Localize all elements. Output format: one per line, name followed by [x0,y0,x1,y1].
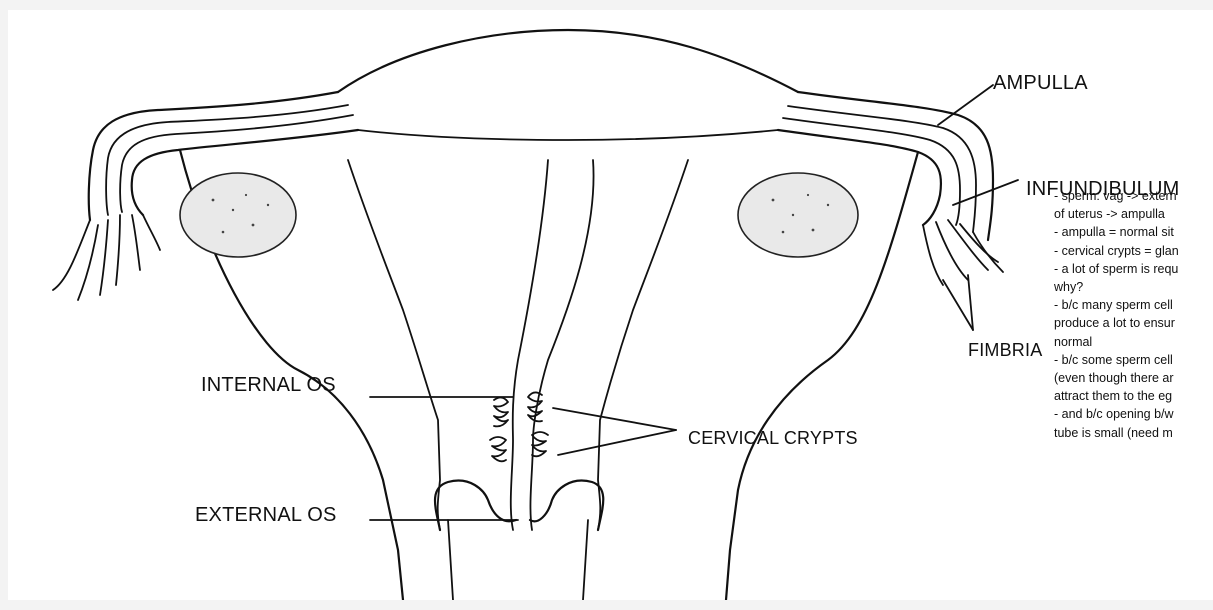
note-line: attract them to the eg [1054,387,1213,405]
cervical-crypts-label: CERVICAL CRYPTS [688,428,858,449]
cervical-crypts-leader-line-2 [558,430,676,455]
right-ovary [738,173,858,257]
uterus-fundus-outline [338,30,798,92]
annotation-notes: - sperm: vag -> extern of uterus -> ampu… [1054,187,1213,442]
internal-os-label: INTERNAL OS [201,374,336,397]
diagram-canvas: AMPULLA INFUNDIBULUM FIMBRIA INTERNAL OS… [8,10,1213,600]
cervical-canal-right [530,160,593,530]
external-os-right-lip [530,481,603,530]
cavity-right-inner-wall [598,160,688,530]
note-line: - b/c many sperm cell [1054,296,1213,314]
vaginal-wall-right [583,520,588,600]
cervical-crypts-right [528,392,548,456]
external-os-left-lip [435,481,516,530]
uterine-cavity-top [358,130,778,140]
note-line: - and b/c opening b/w [1054,405,1213,423]
note-line: - cervical crypts = glan [1054,242,1213,260]
cavity-left-inner-wall [348,160,440,530]
cervical-canal-left [511,160,548,530]
note-line: tube is small (need m [1054,424,1213,442]
cervical-crypts-left [490,397,508,461]
note-line: - sperm: vag -> extern [1054,187,1213,205]
left-ovary [180,173,296,257]
ovary-texture [212,194,830,233]
right-fimbriae [923,220,1003,285]
left-fimbriae [53,215,160,300]
note-line: - a lot of sperm is requ [1054,260,1213,278]
uterus-diagram [8,10,1213,600]
note-line: of uterus -> ampulla [1054,205,1213,223]
external-os-label: EXTERNAL OS [195,504,337,527]
note-line: (even though there ar [1054,369,1213,387]
infundibulum-leader-line [953,180,1018,205]
ampulla-label: AMPULLA [993,72,1088,95]
fimbria-label: FIMBRIA [968,340,1042,361]
note-line: produce a lot to ensur [1054,314,1213,332]
note-line: normal [1054,333,1213,351]
note-line: why? [1054,278,1213,296]
note-line: - ampulla = normal sit [1054,223,1213,241]
note-line: - b/c some sperm cell [1054,351,1213,369]
cervical-crypts-leader-line-1 [553,408,676,430]
vaginal-wall-left [448,520,453,600]
